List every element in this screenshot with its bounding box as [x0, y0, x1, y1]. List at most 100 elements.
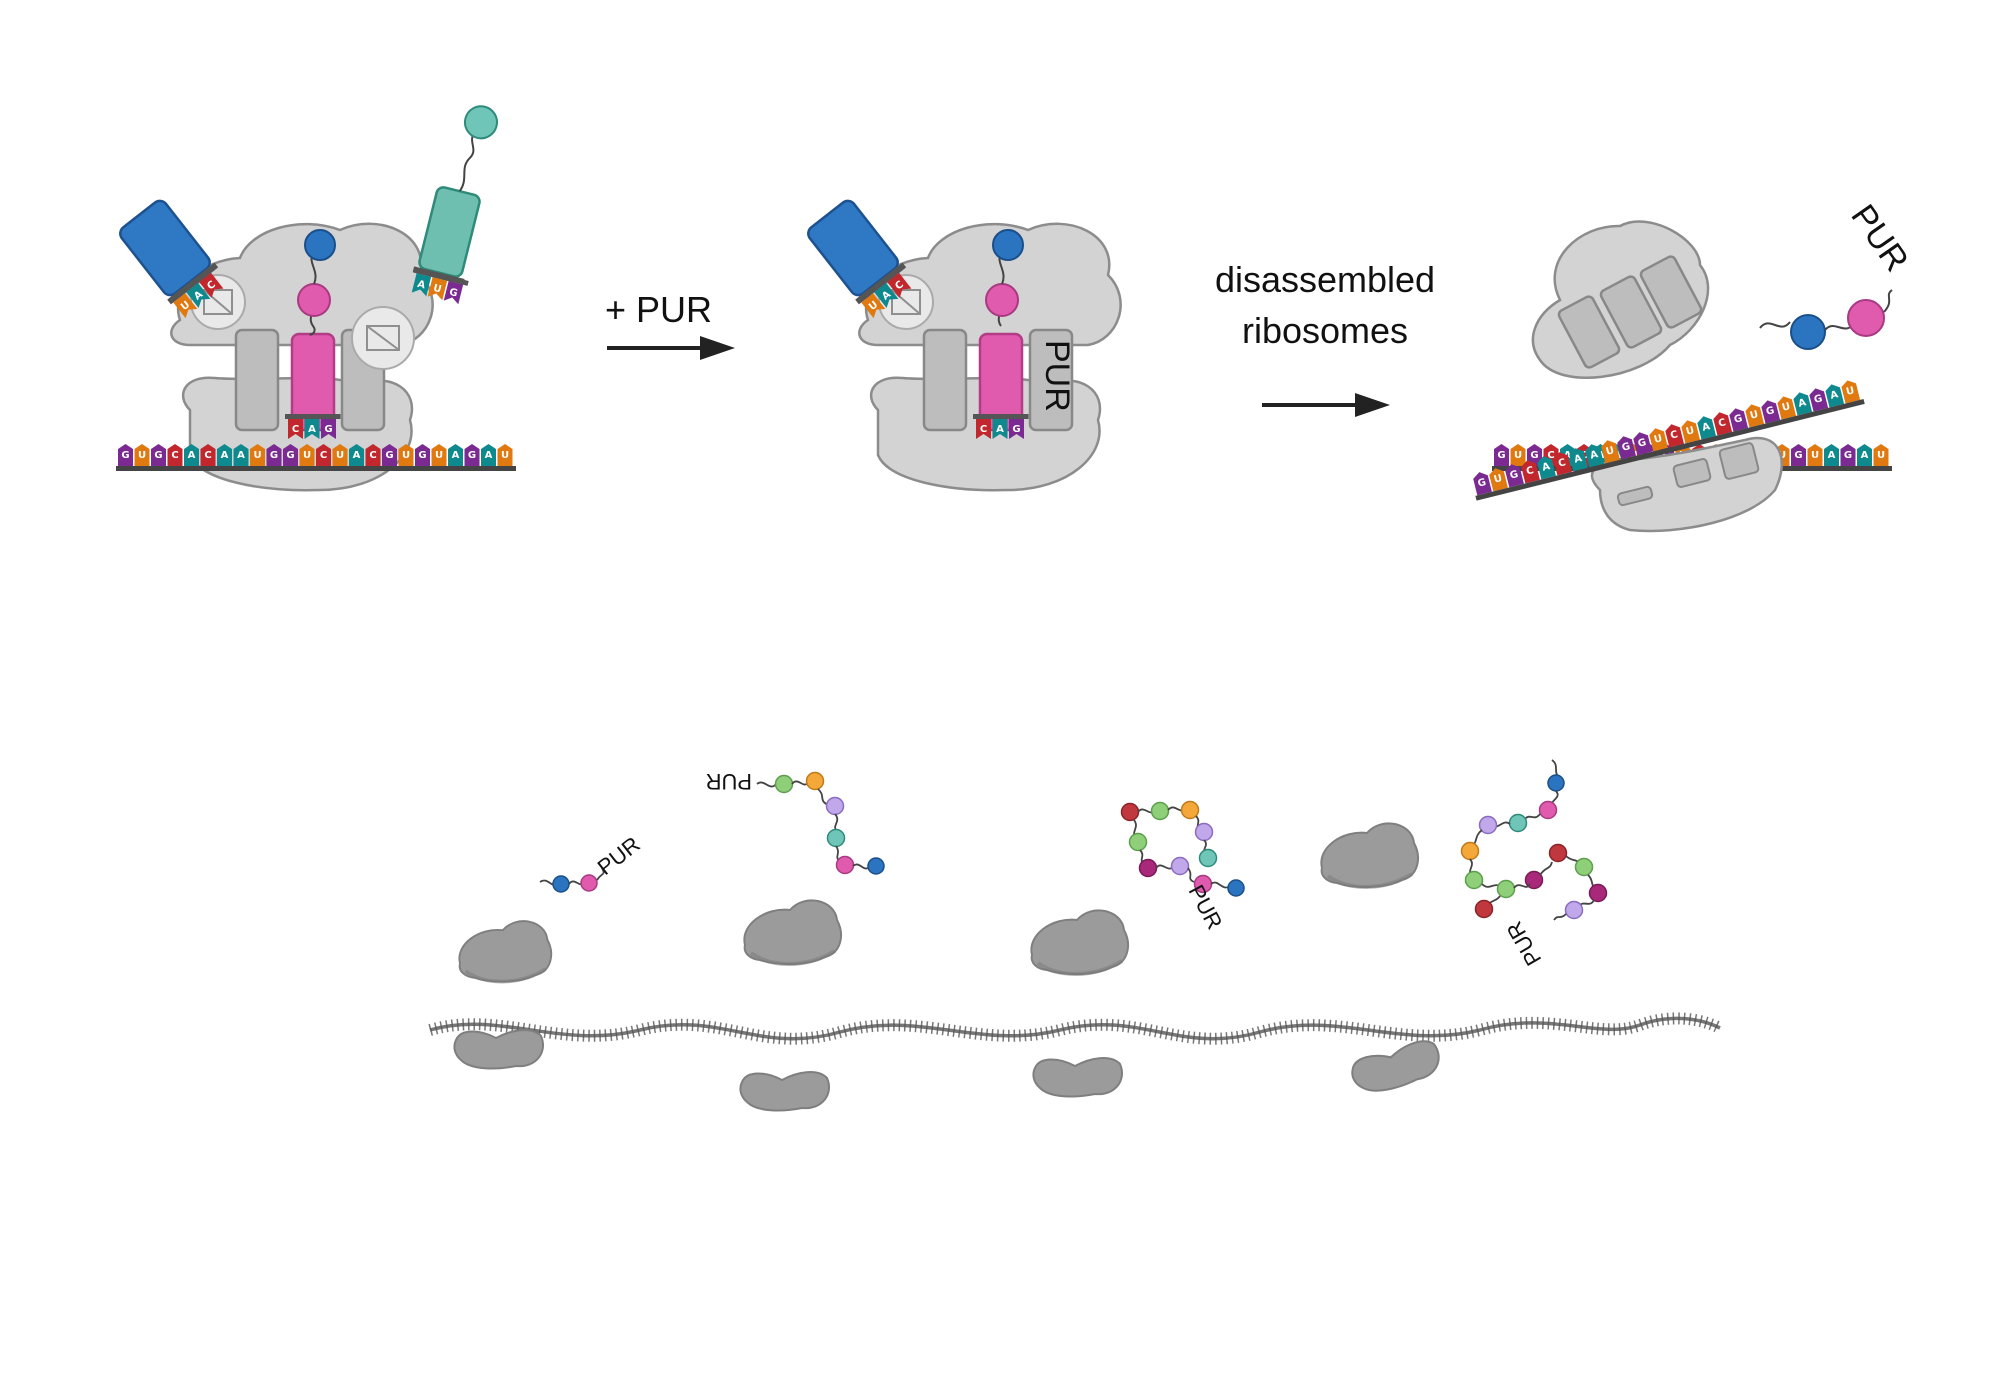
nucleotide-c: C	[1553, 452, 1572, 476]
nucleotide-u: U	[1873, 444, 1889, 466]
svg-text:G: G	[1509, 469, 1520, 482]
svg-text:A: A	[308, 424, 316, 435]
svg-text:PUR: PUR	[1184, 881, 1228, 934]
svg-text:C: C	[1547, 450, 1554, 461]
nucleotide-g: G	[266, 444, 282, 466]
svg-text:G: G	[468, 450, 476, 461]
svg-text:G: G	[1794, 450, 1802, 461]
svg-text:PUR: PUR	[593, 832, 645, 880]
svg-text:G: G	[1497, 450, 1505, 461]
nucleotide-g: G	[1473, 472, 1492, 496]
nucleotide-c: C	[199, 272, 224, 298]
svg-text:U: U	[1811, 450, 1819, 461]
svg-text:C: C	[292, 424, 299, 435]
nucleotide-u: U	[1601, 440, 1620, 464]
nucleotide-g: G	[1633, 432, 1652, 456]
svg-text:U: U	[138, 450, 146, 461]
nucleotide-c: C	[316, 444, 331, 466]
nucleotide-a: A	[1793, 392, 1813, 416]
nucleotide-a: A	[481, 444, 496, 466]
peptide-chain-2: PUR	[706, 769, 885, 875]
nucleotide-u: U	[427, 277, 448, 301]
svg-text:U: U	[1685, 425, 1696, 438]
nucleotide-g: G	[1840, 444, 1856, 466]
ribosome-small-1	[453, 1029, 545, 1070]
nucleotide-u: U	[497, 444, 513, 466]
nucleotide-g: G	[1494, 444, 1509, 466]
svg-text:G: G	[1530, 450, 1538, 461]
nucleotide-g: G	[118, 444, 133, 466]
svg-text:G: G	[1765, 405, 1776, 418]
svg-text:A: A	[1573, 453, 1583, 466]
svg-text:C: C	[369, 450, 376, 461]
nucleotide-g: G	[443, 281, 464, 305]
nucleotide-g: G	[415, 444, 430, 466]
nucleotide-a: A	[1857, 444, 1872, 466]
nucleotide-a: A	[233, 444, 249, 466]
svg-text:U: U	[1514, 450, 1522, 461]
nucleotide-c: C	[1521, 460, 1540, 484]
svg-text:C: C	[171, 450, 178, 461]
svg-text:C: C	[320, 450, 327, 461]
ribosome-large-3	[1029, 908, 1130, 977]
ribosome-small-4	[1347, 1036, 1446, 1099]
nucleotide-u: U	[398, 444, 414, 466]
nucleotide-u: U	[1489, 468, 1508, 492]
nucleotide-g: G	[151, 444, 166, 466]
svg-text:U: U	[1845, 385, 1856, 398]
pur-label-released: PUR	[1843, 198, 1915, 279]
svg-text:G: G	[1477, 477, 1488, 490]
svg-text:U: U	[303, 450, 311, 461]
svg-text:G: G	[1733, 413, 1744, 426]
svg-text:A: A	[1861, 450, 1869, 461]
svg-text:A: A	[996, 424, 1004, 435]
svg-text:U: U	[1605, 445, 1616, 458]
nucleotide-u: U	[1807, 444, 1823, 466]
nucleotide-c: C	[1665, 424, 1684, 448]
no-entry-icon-right	[351, 306, 415, 370]
svg-text:G: G	[418, 450, 426, 461]
svg-text:G: G	[154, 450, 162, 461]
peptide-amino-acid-blue	[304, 229, 336, 261]
peptide-amino-acid-pink	[297, 283, 331, 317]
svg-text:U: U	[1877, 450, 1885, 461]
nucleotide-c: C	[288, 419, 303, 439]
nucleotide-u: U	[332, 444, 348, 466]
nucleotide-a: A	[186, 283, 211, 309]
svg-text:G: G	[385, 450, 393, 461]
nucleotide-c: C	[1713, 412, 1733, 436]
svg-text:A: A	[1589, 449, 1599, 462]
peptide-chain-3: PUR	[1120, 800, 1245, 934]
nucleotide-g: G	[1527, 444, 1542, 466]
svg-text:G: G	[1844, 450, 1852, 461]
nucleotide-c: C	[365, 444, 381, 466]
nucleotide-a: A	[1537, 456, 1556, 480]
nucleotide-a: A	[992, 419, 1008, 439]
step-label-plus-pur: + PUR	[605, 289, 712, 330]
nucleotide-u: U	[299, 444, 315, 466]
reaction-arrow-1: + PUR	[605, 289, 735, 360]
svg-text:U: U	[253, 450, 261, 461]
nucleotide-g: G	[1809, 388, 1829, 412]
nucleotide-a: A	[1569, 448, 1588, 472]
svg-text:PUR: PUR	[1501, 917, 1546, 970]
svg-text:U: U	[336, 450, 344, 461]
nucleotide-u: U	[1681, 420, 1701, 444]
step-label-disassembled: disassembled	[1215, 259, 1435, 300]
svg-text:G: G	[448, 287, 459, 300]
nucleotide-c: C	[887, 272, 912, 298]
nucleotide-a: A	[874, 283, 899, 309]
nucleotide-u: U	[1841, 380, 1861, 404]
svg-text:G: G	[1813, 393, 1824, 406]
pur-label-in-asite: PUR	[1038, 340, 1076, 412]
nucleotide-c: C	[200, 444, 216, 466]
polysome-scene: PUR PUR	[428, 759, 1723, 1112]
nucleotide-g: G	[1729, 408, 1749, 432]
svg-text:U: U	[1493, 473, 1504, 486]
svg-text:G: G	[1637, 437, 1648, 450]
large-subunit	[1531, 220, 1710, 379]
svg-text:A: A	[188, 450, 196, 461]
nucleotide-c: C	[167, 444, 183, 466]
